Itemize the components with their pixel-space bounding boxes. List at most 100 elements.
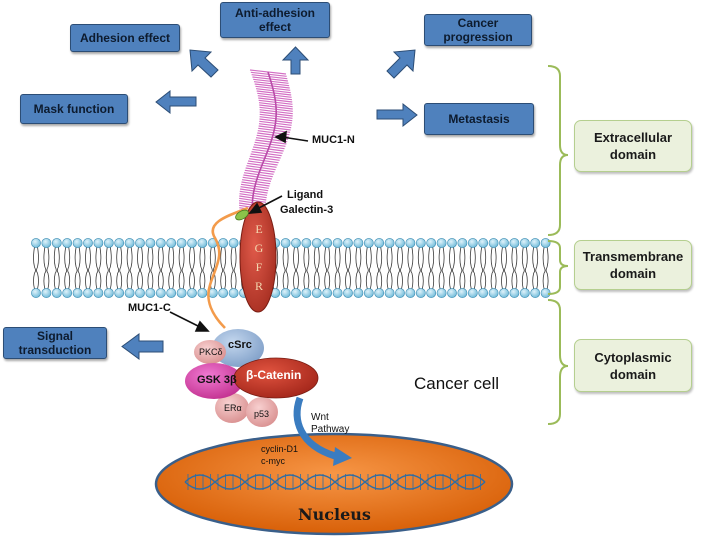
signal-transduction-box: Signal transduction (3, 327, 107, 359)
membrane-head (415, 238, 426, 248)
membrane-head (124, 238, 135, 248)
pkc-protein (194, 340, 226, 364)
membrane-head (530, 288, 541, 298)
nucleus-label: Nucleus (298, 505, 371, 524)
muc1-c-pointer (169, 311, 203, 329)
membrane-head (519, 238, 530, 248)
membrane-head (332, 288, 343, 298)
membrane-head (322, 238, 333, 248)
membrane-head (374, 238, 385, 248)
nucleus-ellipse (154, 432, 514, 536)
membrane-head (426, 288, 437, 298)
membrane-head (166, 288, 177, 298)
cancer-progression-box: Cancer progression (424, 14, 532, 46)
adhesion-effect-box: Adhesion effect (70, 24, 180, 52)
egfr-letter-e: E (255, 222, 263, 236)
membrane-head (291, 288, 301, 298)
membrane-head (519, 288, 530, 298)
egfr-letter-g: G (254, 241, 264, 255)
membrane-head (62, 288, 73, 298)
membrane-head (228, 288, 239, 298)
membrane-head (72, 288, 83, 298)
metastasis-box: Metastasis (424, 103, 534, 135)
membrane-head (135, 288, 145, 298)
csrc-protein (212, 329, 264, 367)
membrane-head (343, 238, 353, 248)
membrane-head (218, 238, 229, 248)
galectin-label: Galectin-3 (280, 204, 334, 216)
membrane-head (332, 238, 343, 248)
membrane-head (228, 238, 239, 248)
membrane-head (374, 288, 385, 298)
membrane-head (488, 288, 499, 298)
membrane-head (447, 238, 457, 248)
membrane-head (176, 238, 187, 248)
membrane-head (145, 238, 156, 248)
membrane-head (395, 238, 405, 248)
membrane-head (93, 288, 104, 298)
membrane-head (51, 238, 62, 248)
membrane-head (530, 238, 541, 248)
membrane-head (467, 288, 478, 298)
gsk-label: GSK 3β (197, 374, 237, 386)
membrane-head (478, 288, 489, 298)
muc1-n-label: MUC1-N (312, 134, 355, 146)
egfr-receptor (239, 201, 277, 313)
catenin-protein (233, 357, 319, 399)
extracellular-bracket (547, 65, 569, 236)
membrane-head (72, 238, 83, 248)
csrc-label: cSrc (228, 339, 252, 351)
membrane-head (415, 288, 426, 298)
pathway-label: Pathway (311, 424, 350, 435)
membrane-head (457, 288, 468, 298)
wnt-arrow-head (333, 447, 352, 466)
cytoplasmic-bracket (547, 299, 569, 425)
membrane-head (540, 238, 551, 248)
membrane-tails (33, 246, 549, 290)
membrane-head (291, 238, 301, 248)
catenin-label: β-Catenin (246, 368, 302, 382)
right-arrow (376, 102, 418, 128)
egfr-letter-f: F (255, 260, 263, 274)
membrane-head (436, 288, 447, 298)
membrane-head (499, 238, 509, 248)
cmyc-label: c-myc (261, 456, 285, 466)
dna-rungs (187, 474, 481, 490)
membrane-head (311, 288, 322, 298)
membrane-head (509, 288, 520, 298)
membrane-head (83, 288, 93, 298)
membrane-head (405, 288, 416, 298)
membrane-head (499, 288, 509, 298)
transmembrane-domain-box: Transmembrane domain (574, 240, 692, 290)
er-protein (215, 393, 249, 423)
ligand-galectin-3 (235, 209, 249, 221)
membrane-head (62, 238, 73, 248)
membrane-head (51, 288, 62, 298)
cytoplasmic-domain-box: Cytoplasmic domain (574, 339, 692, 392)
membrane-head (124, 288, 135, 298)
transmembrane-bracket (547, 240, 569, 295)
membrane-head (509, 238, 520, 248)
membrane-head (114, 238, 125, 248)
membrane-head (155, 288, 166, 298)
membrane-head (426, 238, 437, 248)
membrane-head (353, 238, 364, 248)
membrane-head (457, 238, 468, 248)
membrane-head (187, 288, 197, 298)
membrane-head (103, 238, 114, 248)
er-label: ERα (224, 403, 242, 413)
membrane-head (405, 238, 416, 248)
membrane-head (114, 288, 125, 298)
membrane-head (197, 288, 208, 298)
membrane-head (363, 288, 374, 298)
anti-adhesion-effect-box: Anti-adhesion effect (220, 2, 330, 38)
membrane-head (41, 238, 52, 248)
left-arrow (155, 89, 197, 115)
gsk-protein (185, 363, 243, 399)
dna-helix (184, 474, 486, 490)
pkc-label: PKCδ (199, 347, 223, 357)
muc1-c-label: MUC1-C (128, 302, 171, 314)
membrane-head (135, 238, 145, 248)
